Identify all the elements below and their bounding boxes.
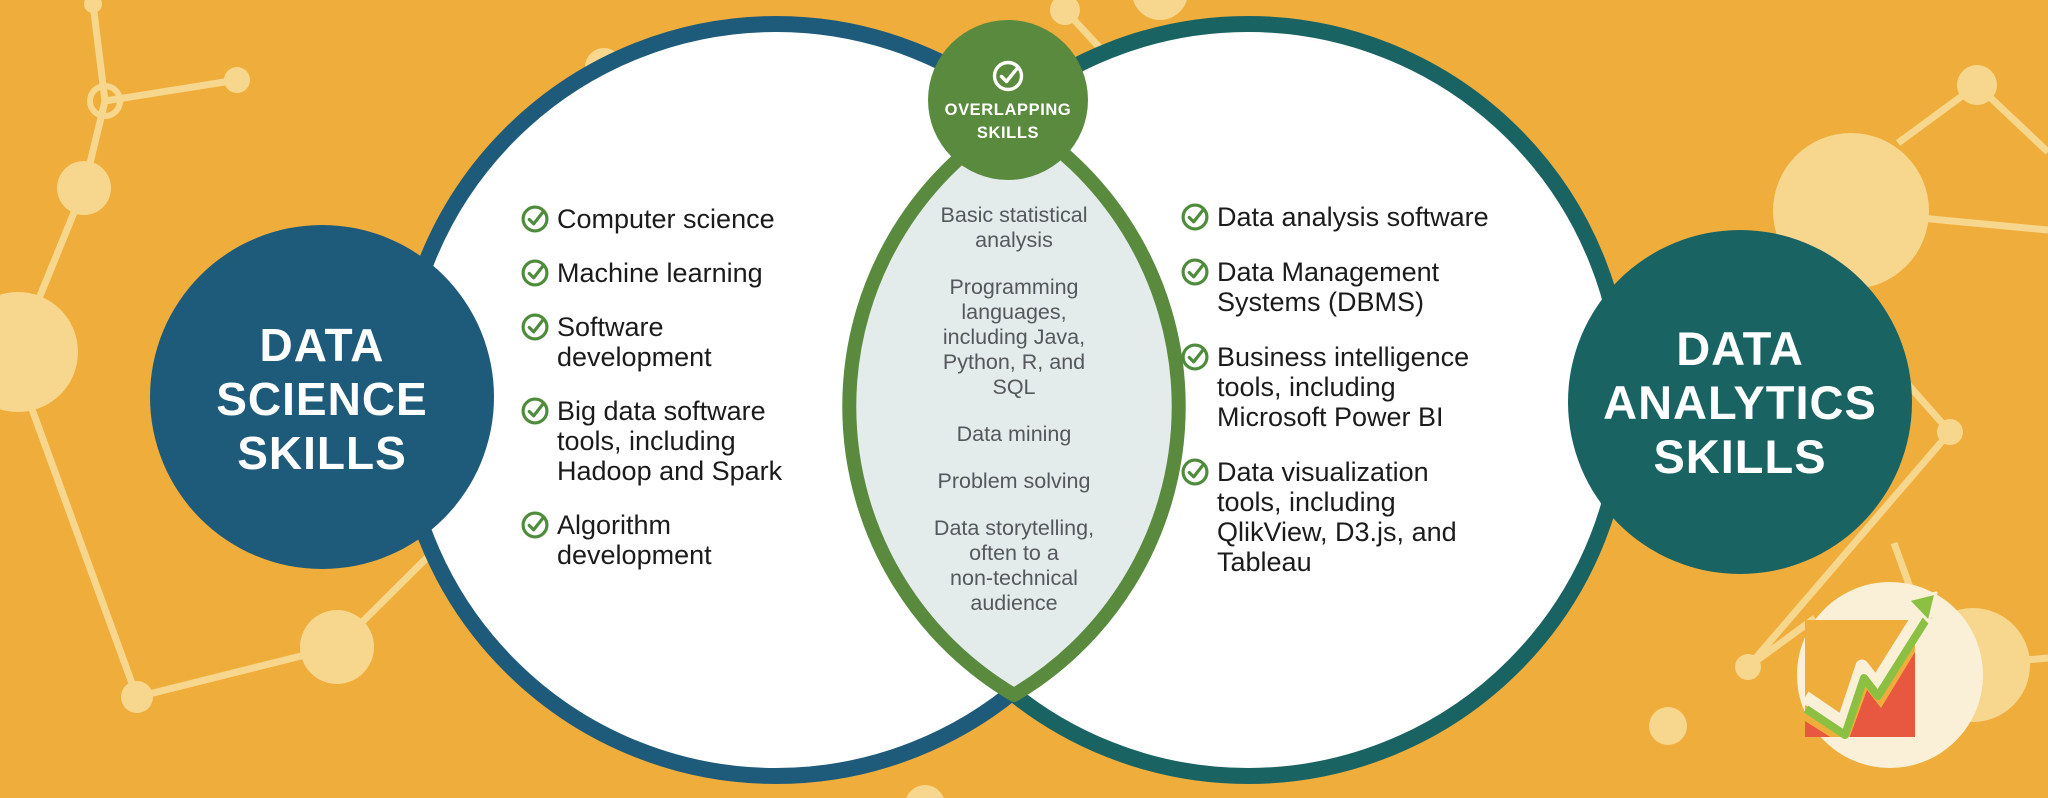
overlap-lens (842, 111, 1186, 702)
check-icon (521, 205, 549, 233)
list-item-label: Big data software tools, including Hadoo… (557, 396, 783, 486)
data-science-title: DATA SCIENCE SKILLS (216, 319, 428, 479)
overlap-item: Problem solving (937, 469, 1091, 493)
overlap-item: Data mining (956, 422, 1072, 446)
check-icon (521, 397, 549, 425)
network-ring-node (87, 83, 123, 119)
check-icon (1181, 203, 1209, 231)
data-science-label-circle (150, 225, 494, 569)
list-item: Software development (520, 312, 782, 372)
list-item-label: Data analysis software (1217, 202, 1489, 232)
list-item: Data visualization tools, including Qlik… (1180, 457, 1489, 577)
overlap-badge-circle (928, 20, 1088, 180)
check-icon (521, 259, 549, 287)
list-item: Business intelligence tools, including M… (1180, 342, 1489, 432)
list-item-label: Computer science (557, 204, 775, 234)
data-analytics-label-circle (1568, 230, 1912, 574)
list-item: Machine learning (520, 258, 782, 288)
overlapping-skill-list: Basic statistical analysis Programming l… (894, 203, 1134, 616)
list-item: Algorithm development (520, 510, 782, 570)
data-analytics-skill-list: Data analysis software Data Management S… (1180, 202, 1489, 577)
overlap-item: Basic statistical analysis (940, 203, 1088, 252)
list-item-label: Data visualization tools, including Qlik… (1217, 457, 1457, 577)
growth-chart-icon (1797, 582, 1983, 768)
list-item: Data Management Systems (DBMS) (1180, 257, 1489, 317)
data-analytics-title: DATA ANALYTICS SKILLS (1603, 322, 1877, 483)
check-icon (1181, 258, 1209, 286)
check-icon (521, 313, 549, 341)
list-item: Data analysis software (1180, 202, 1489, 232)
list-item-label: Data Management Systems (DBMS) (1217, 257, 1440, 317)
check-icon (1181, 458, 1209, 486)
list-item-label: Business intelligence tools, including M… (1217, 342, 1470, 432)
list-item: Big data software tools, including Hadoo… (520, 396, 782, 486)
check-icon (521, 511, 549, 539)
list-item-label: Machine learning (557, 258, 763, 288)
data-science-skill-list: Computer science Machine learning Softwa… (520, 204, 782, 570)
overlap-item: Data storytelling, often to a non-techni… (933, 516, 1095, 615)
list-item-label: Algorithm development (557, 510, 712, 570)
overlap-item: Programming languages, including Java, P… (942, 275, 1086, 399)
overlap-badge-label: OVERLAPPING SKILLS (944, 101, 1072, 142)
check-icon (1181, 343, 1209, 371)
check-circle-icon (992, 60, 1024, 92)
list-item-label: Software development (557, 312, 712, 372)
list-item: Computer science (520, 204, 782, 234)
